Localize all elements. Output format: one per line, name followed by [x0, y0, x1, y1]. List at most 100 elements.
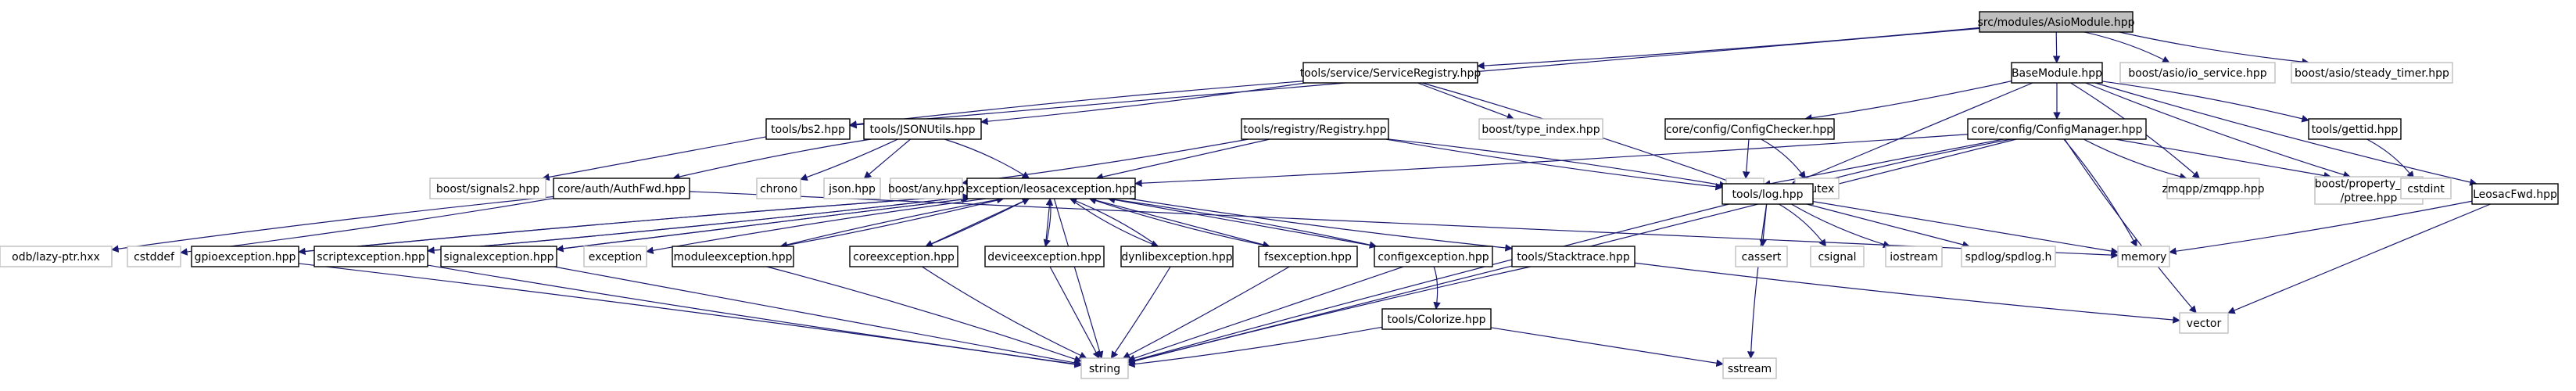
edge-svcreg-to-bs2 [849, 81, 1304, 128]
edge-scriptexc-to-string [427, 264, 1082, 368]
node-leosacfwd[interactable]: LeosacFwd.hpp [2471, 183, 2559, 205]
node-signalexc[interactable]: signalexception.hpp [440, 246, 557, 267]
node-box-string [1080, 357, 1129, 379]
edges-layer [111, 27, 2491, 368]
node-json: json.hpp [823, 178, 881, 199]
node-coreexc[interactable]: coreexception.hpp [849, 246, 958, 267]
node-label-json: json.hpp [828, 183, 876, 196]
node-box-zmqpp [2166, 178, 2260, 199]
node-registry[interactable]: tools/registry/Registry.hpp [1241, 118, 1389, 140]
edge-dynlibexc-to-leosacexc [1069, 197, 1159, 247]
edge-coreexc-to-string [922, 266, 1087, 359]
node-box-registry [1241, 118, 1389, 140]
node-label-memory: memory [2121, 251, 2167, 264]
node-jsonutils[interactable]: tools/JSONUtils.hpp [863, 118, 982, 140]
edge-configexc-to-string [1127, 266, 1404, 362]
node-bs2[interactable]: tools/bs2.hpp [765, 118, 851, 140]
edge-basemod-to-ptree_l1 [2085, 82, 2351, 179]
edge-leosacexc-to-exception [646, 198, 987, 254]
node-stacktrace[interactable]: tools/Stacktrace.hpp [1511, 246, 1636, 267]
node-svcreg[interactable]: tools/service/ServiceRegistry.hpp [1300, 62, 1481, 84]
node-spdlog: spdlog/spdlog.h [1961, 246, 2056, 267]
edge-log-to-memory [1812, 201, 2119, 255]
node-label-authfwd: core/auth/AuthFwd.hpp [557, 183, 686, 196]
node-exception: exception [583, 246, 647, 267]
node-box-json [823, 178, 881, 199]
node-fsexc[interactable]: fsexception.hpp [1258, 246, 1358, 267]
edge-configexc-to-colorize [1433, 266, 1441, 310]
node-deviceexc[interactable]: deviceexception.hpp [984, 246, 1105, 267]
node-box-cstddef [127, 246, 181, 267]
node-moduleexc[interactable]: moduleexception.hpp [672, 246, 794, 267]
edge-log-to-sstream [1747, 203, 1768, 359]
edge-cfgmanager-to-leosacexc [1134, 134, 1969, 188]
node-label-boost_any: boost/any.hpp [888, 183, 965, 196]
node-colorize[interactable]: tools/Colorize.hpp [1381, 308, 1492, 330]
node-cassert: cassert [1735, 246, 1788, 267]
node-log[interactable]: tools/log.hpp [1722, 183, 1814, 205]
node-gpioexc[interactable]: gpioexception.hpp [191, 246, 299, 267]
node-box-cfgchecker [1664, 118, 1835, 140]
node-box-chrono [756, 178, 801, 199]
node-box-sstream [1722, 357, 1777, 379]
node-label-iostream: iostream [1890, 251, 1938, 264]
node-box-log [1722, 183, 1814, 205]
edge-log-to-string [1127, 203, 1729, 364]
node-box-authfwd [553, 178, 690, 199]
node-memory: memory [2117, 246, 2170, 267]
node-gettid[interactable]: tools/gettid.hpp [2308, 118, 2402, 140]
node-box-signalexc [440, 246, 557, 267]
edge-basemod-to-log [1791, 82, 2033, 185]
node-box-moduleexc [672, 246, 794, 267]
edge-dynlibexc-to-string [1110, 266, 1171, 359]
node-box-stacktrace [1511, 246, 1636, 267]
node-box-colorize [1381, 308, 1492, 330]
node-box-cassert [1735, 246, 1788, 267]
node-box-csignal [1810, 246, 1865, 267]
node-box-leosacexc [966, 178, 1136, 199]
node-authfwd[interactable]: core/auth/AuthFwd.hpp [553, 178, 690, 199]
node-label-deviceexc: deviceexception.hpp [987, 251, 1102, 264]
node-label-cfgmanager: core/config/ConfigManager.hpp [1972, 124, 2143, 136]
node-label-sstream: sstream [1728, 363, 1772, 375]
node-cstddef: cstddef [127, 246, 181, 267]
node-label-io_service: boost/asio/io_service.hpp [2128, 67, 2266, 80]
edge-registry-to-log [1385, 138, 1723, 191]
edge-gpioexc-to-leosacexc [298, 192, 968, 253]
edge-cfgchecker-to-map [1742, 138, 1750, 179]
node-asio[interactable]: src/modules/AsioModule.hpp [1978, 11, 2135, 33]
edge-leosacexc-to-gpioexc [298, 195, 968, 256]
edge-asio-to-io_service [2084, 31, 2170, 63]
node-cfgchecker[interactable]: core/config/ConfigChecker.hpp [1664, 118, 1835, 140]
node-label-stacktrace: tools/Stacktrace.hpp [1517, 251, 1630, 264]
node-box-asio [1979, 11, 2134, 33]
edge-cfgmanager-to-zmqpp [2083, 138, 2187, 181]
edge-log-to-iostream [1791, 203, 1891, 249]
edge-cfgmanager-to-memory [2063, 138, 2137, 247]
node-csignal: csignal [1810, 246, 1865, 267]
node-leosacexc[interactable]: exception/leosacexception.hpp [966, 178, 1136, 199]
node-box-gpioexc [191, 246, 299, 267]
edge-configexc-to-leosacexc [1107, 196, 1377, 247]
node-steady_timer: boost/asio/steady_timer.hpp [2291, 62, 2453, 84]
edge-fsexc-to-string [1122, 266, 1290, 359]
node-basemod[interactable]: BaseModule.hpp [2011, 62, 2103, 84]
node-cfgmanager[interactable]: core/config/ConfigManager.hpp [1967, 118, 2147, 140]
node-vector: vector [2179, 312, 2229, 334]
node-label-log: tools/log.hpp [1732, 188, 1804, 201]
node-box-type_index [1478, 118, 1603, 140]
node-box-steady_timer [2291, 62, 2453, 84]
node-type_index: boost/type_index.hpp [1478, 118, 1603, 140]
node-io_service: boost/asio/io_service.hpp [2119, 62, 2276, 84]
node-configexc[interactable]: configexception.hpp [1374, 246, 1493, 267]
node-box-exception [583, 246, 647, 267]
node-label-ptree_l1: boost/property_tree [2315, 178, 2424, 191]
edge-registry-to-leosacexc [1095, 138, 1270, 181]
edge-leosacfwd-to-memory [2169, 200, 2473, 255]
node-box-gettid [2308, 118, 2402, 140]
node-box-iostream [1885, 246, 1943, 267]
node-label-bs2: tools/bs2.hpp [771, 124, 845, 136]
node-label-string: string [1089, 363, 1120, 375]
node-dynlibexc[interactable]: dynlibexception.hpp [1120, 246, 1234, 267]
node-scriptexc[interactable]: scriptexception.hpp [313, 246, 428, 267]
